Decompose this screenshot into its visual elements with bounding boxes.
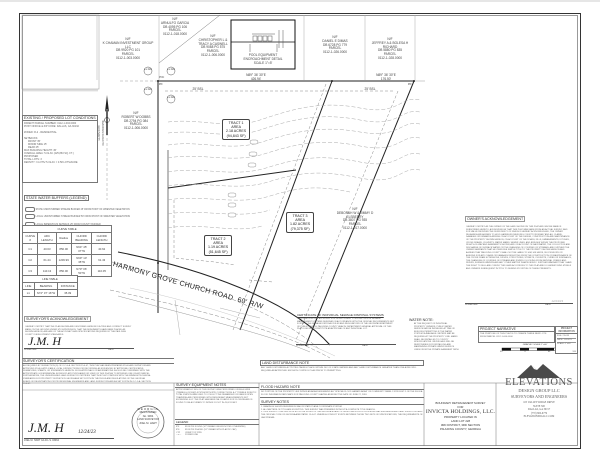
legend-item: —x—POWER LINE bbox=[176, 434, 199, 437]
land-lot-tag: LL 228 bbox=[144, 68, 152, 71]
panel-title: EXISTING / PROPOSED LOT CONDITIONS bbox=[23, 116, 97, 121]
project-narrative: PROJECT NARRATIVE THE PURPOSE OF THIS PL… bbox=[478, 326, 555, 343]
project-information: PROJECT INFORMATION FILE: 23-039 DATE: 1… bbox=[555, 326, 578, 354]
setback-label: 25' BSL bbox=[364, 87, 376, 91]
land-lot-tag: LL 228 bbox=[167, 96, 175, 99]
surveyor-signature-2: J.M. H bbox=[28, 420, 64, 435]
owners-acknowledgement: OWNER'S ACKNOWLEDGEMENT I HEREBY CERTIFY… bbox=[465, 216, 573, 306]
sheet-frame bbox=[19, 13, 581, 449]
survey-note: 1. BEARINGS SHOWN REFERENCE NAD 83 STATE… bbox=[261, 406, 343, 409]
firm-logo: ELEVATIONS bbox=[505, 377, 573, 388]
setback-label: 25' BSL bbox=[192, 87, 204, 91]
land-lot-tag: LL 228 bbox=[167, 68, 175, 71]
buffer-swatch-icon bbox=[25, 214, 35, 220]
signer-line: JOEL M. HART GA R.L.S. #3064 bbox=[24, 438, 114, 442]
sewage-certificate: CERTIFICATE OF INDIVIDUAL SEWAGE DISPOSA… bbox=[296, 313, 396, 347]
graphic-scale-label: GRAPHIC SCALE 1"=60' bbox=[522, 344, 548, 346]
cert-date: 12/24/23 bbox=[78, 430, 96, 435]
buffer-swatch-icon bbox=[25, 207, 35, 212]
title-block: BOUNDARY RETRACEMENT SURVEY FOR INVICTA … bbox=[425, 401, 496, 431]
survey-note: 2. ALL MATTERS OF TITLE ARE EXCEPTED. TH… bbox=[261, 408, 376, 411]
point-label: IPF bbox=[159, 83, 163, 86]
surveyor-signature-1: J.M. H bbox=[28, 334, 61, 348]
point-label: IPF bbox=[408, 83, 412, 86]
top-border bbox=[0, 0, 600, 2]
existing-conditions-panel: EXISTING / PROPOSED LOT CONDITIONS PAREN… bbox=[22, 115, 98, 183]
surveyors-certification: SURVEYOR'S CERTIFICATION AS REQUIRED BY … bbox=[22, 358, 174, 447]
survey-equipment-notes: SURVEY EQUIPMENT NOTES APPROXIMATELY 80%… bbox=[175, 383, 259, 446]
land-lot-tag: LL 228 bbox=[144, 88, 152, 91]
buffer-legend: STATE WATER BUFFERS (LEGEND) STATE UNDIS… bbox=[24, 186, 134, 230]
land-disturbance-note: LAND DISTURBANCE NOTE ANY LAND DISTURBIN… bbox=[260, 360, 424, 374]
surveyors-acknowledgement: SURVEYOR'S ACKNOWLEDGEMENT I HEREBY CERT… bbox=[24, 316, 132, 336]
client-name: INVICTA HOLDINGS, LLC. bbox=[425, 409, 496, 415]
survey-note: 3. THIS SURVEY COMPLIES WITH BOTH THE RU… bbox=[261, 411, 423, 419]
firm-block: ELEVATIONS DESIGN GROUP LLC SURVEYORS AN… bbox=[500, 377, 578, 419]
surveyor-seal: GEORGIA REGISTERED No. 3064 LAND SURVEYO… bbox=[136, 407, 160, 425]
water-note: WATER NOTE: AT THE REQUEST OF INDIVIDUAL… bbox=[409, 318, 459, 351]
point-label: POC bbox=[159, 76, 165, 79]
notes-column: FLOOD HAZARD NOTE NO PORTION OF THE PROP… bbox=[260, 385, 424, 419]
